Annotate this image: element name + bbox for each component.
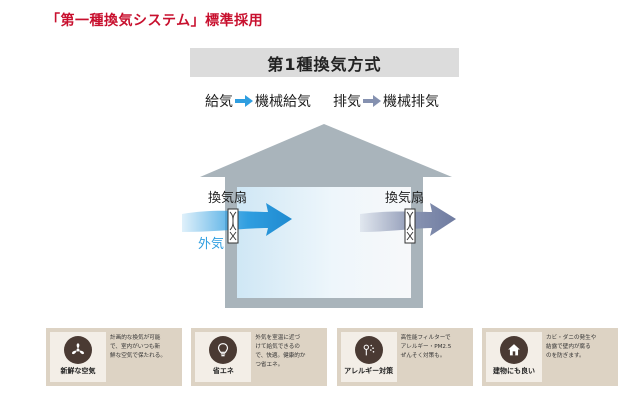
left-fan-icon — [227, 208, 239, 244]
feature-title: アレルギー対策 — [344, 367, 394, 375]
feature-cards: 新鮮な空気 計画的な換気が可能 で、室内がいつも新 鮮な空気で保たれる。 省エネ… — [46, 328, 618, 386]
supply-from-label: 給気 — [205, 94, 233, 110]
supply-arrow-icon — [235, 95, 253, 107]
feature-card-allergy: アレルギー対策 高性能フィルターで アレルギー・PM2.5 ぜんそく対策も。 — [336, 328, 473, 386]
feature-description-line: 高性能フィルターで — [400, 335, 451, 341]
feature-description-line: 結露で壁内が腐る — [545, 344, 591, 350]
exhaust-arrow-icon — [363, 95, 381, 107]
feature-description-line: 外気を室温に近づ — [255, 335, 301, 341]
lightbulb-icon — [209, 336, 238, 364]
ventilation-method-label: 第1種換気方式 — [267, 54, 382, 74]
feature-description: 外気を室温に近づ けて給気できるの で、快適。健康的か つ省エネ。 — [255, 334, 325, 370]
ventilation-method-box: 第1種換気方式 — [190, 48, 459, 77]
right-fan-icon — [404, 208, 416, 244]
feature-description-line: 計画的な換気が可能 — [110, 335, 161, 341]
feature-description: カビ・ダニの発生や 結露で壁内が腐る のを防ぎます。 — [546, 334, 616, 361]
feature-description-line: で、快適。健康的か — [255, 353, 306, 359]
feature-card-fresh-air: 新鮮な空気 計画的な換気が可能 で、室内がいつも新 鮮な空気で保たれる。 — [46, 328, 182, 386]
feature-description-line: つ省エネ。 — [255, 362, 284, 368]
feature-card-building: 建物にも良い カビ・ダニの発生や 結露で壁内が腐る のを防ぎます。 — [481, 328, 618, 386]
feature-card-energy-saving: 省エネ 外気を室温に近づ けて給気できるの で、快適。健康的か つ省エネ。 — [191, 328, 328, 386]
supply-to-label: 機械給気 — [255, 94, 311, 110]
exhaust-flow: 排気 機械排気 — [333, 90, 439, 112]
house-roof — [200, 124, 452, 177]
feature-description-line: けて給気できるの — [255, 344, 300, 350]
feature-description-line: ぜんそく対策も。 — [400, 353, 446, 359]
exhaust-to-label: 機械排気 — [383, 94, 439, 110]
page-title: 「第一種換気システム」標準採用 — [46, 13, 264, 29]
feature-description-line: のを防ぎます。 — [545, 353, 585, 359]
fan-label-right: 換気扇 — [385, 191, 425, 206]
feature-title: 建物にも良い — [492, 367, 535, 375]
pollen-icon — [354, 336, 383, 364]
feature-title: 省エネ — [212, 367, 234, 375]
fan-label-left: 換気扇 — [208, 191, 248, 206]
feature-icon-panel: 新鮮な空気 — [50, 332, 106, 382]
feature-description-line: アレルギー・PM2.5 — [400, 344, 452, 350]
feature-description: 高性能フィルターで アレルギー・PM2.5 ぜんそく対策も。 — [401, 334, 471, 361]
supply-flow: 給気 機械給気 — [205, 90, 311, 112]
feature-icon-panel: アレルギー対策 — [340, 332, 397, 382]
feature-description-line: で、室内がいつも新 — [110, 344, 161, 350]
feature-title: 新鮮な空気 — [60, 367, 96, 375]
house-interior — [237, 187, 411, 298]
feature-icon-panel: 建物にも良い — [485, 332, 542, 382]
house-icon — [499, 336, 528, 364]
fan-icon — [64, 336, 92, 364]
feature-description-line: カビ・ダニの発生や — [545, 335, 597, 341]
exhaust-from-label: 排気 — [333, 94, 361, 110]
outside-air-label: 外気 — [198, 237, 225, 252]
feature-description-line: 鮮な空気で保たれる。 — [110, 353, 166, 359]
feature-description: 計画的な換気が可能 で、室内がいつも新 鮮な空気で保たれる。 — [110, 334, 180, 361]
feature-icon-panel: 省エネ — [195, 332, 252, 382]
